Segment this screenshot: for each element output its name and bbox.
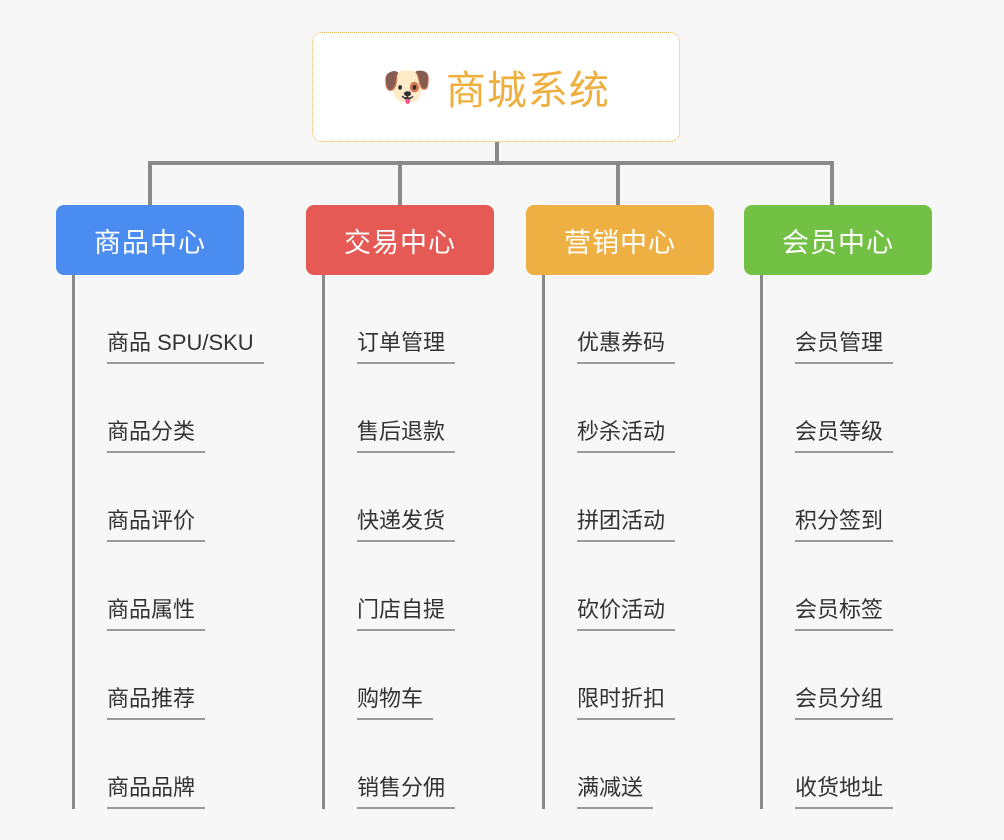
leaf-item[interactable]: 售后退款 xyxy=(325,364,494,453)
leaf-item[interactable]: 商品评价 xyxy=(75,453,244,542)
leaf-label: 优惠券码 xyxy=(577,329,676,364)
leaf-label: 售后退款 xyxy=(357,418,456,453)
category-header-2[interactable]: 交易中心 xyxy=(306,205,494,275)
leaf-item[interactable]: 优惠券码 xyxy=(545,275,714,364)
leaf-label: 会员等级 xyxy=(795,418,894,453)
leaf-item[interactable]: 门店自提 xyxy=(325,542,494,631)
leaf-label: 会员管理 xyxy=(795,329,894,364)
category-header-4-label: 会员中心 xyxy=(782,227,894,258)
leaf-item[interactable]: 商品推荐 xyxy=(75,631,244,720)
root-title: 商城系统 xyxy=(445,69,610,113)
leaf-item[interactable]: 秒杀活动 xyxy=(545,364,714,453)
leaf-label: 拼团活动 xyxy=(577,507,676,542)
leaf-label: 商品推荐 xyxy=(107,685,206,720)
leaf-item[interactable]: 会员等级 xyxy=(763,364,932,453)
leaf-list-3: 优惠券码 秒杀活动 拼团活动 砍价活动 限时折扣 满减送 xyxy=(542,275,714,809)
leaf-label: 商品属性 xyxy=(107,596,206,631)
category-header-1[interactable]: 商品中心 xyxy=(56,205,244,275)
leaf-item[interactable]: 收货地址 xyxy=(763,720,932,809)
leaf-label: 砍价活动 xyxy=(577,596,676,631)
leaf-label: 商品评价 xyxy=(107,507,206,542)
leaf-label: 商品品牌 xyxy=(107,774,206,809)
leaf-label: 购物车 xyxy=(357,685,434,720)
leaf-label: 秒杀活动 xyxy=(577,418,676,453)
category-header-2-label: 交易中心 xyxy=(344,227,456,258)
leaf-label: 订单管理 xyxy=(357,329,456,364)
leaf-item[interactable]: 商品品牌 xyxy=(75,720,244,809)
leaf-label: 限时折扣 xyxy=(577,685,676,720)
leaf-list-1: 商品 SPU/SKU 商品分类 商品评价 商品属性 商品推荐 商品品牌 xyxy=(72,275,264,809)
leaf-item[interactable]: 商品分类 xyxy=(75,364,244,453)
root-node[interactable]: 🐶 商城系统 xyxy=(312,32,680,142)
leaf-list-2: 订单管理 售后退款 快递发货 门店自提 购物车 销售分佣 xyxy=(322,275,494,809)
leaf-item[interactable]: 商品 SPU/SKU xyxy=(75,275,264,364)
leaf-item[interactable]: 会员标签 xyxy=(763,542,932,631)
category-header-1-label: 商品中心 xyxy=(94,227,206,258)
leaf-label: 门店自提 xyxy=(357,596,456,631)
connector-drop-3 xyxy=(616,161,620,205)
leaf-list-4: 会员管理 会员等级 积分签到 会员标签 会员分组 收货地址 xyxy=(760,275,932,809)
leaf-label: 积分签到 xyxy=(795,507,894,542)
branch-column-4: 会员中心 会员管理 会员等级 积分签到 会员标签 会员分组 收货地址 xyxy=(744,205,932,809)
leaf-label: 商品分类 xyxy=(107,418,206,453)
leaf-label: 商品 SPU/SKU xyxy=(107,329,264,364)
category-header-4[interactable]: 会员中心 xyxy=(744,205,932,275)
leaf-label: 销售分佣 xyxy=(357,774,456,809)
leaf-item[interactable]: 会员分组 xyxy=(763,631,932,720)
leaf-item[interactable]: 商品属性 xyxy=(75,542,244,631)
leaf-item[interactable]: 快递发货 xyxy=(325,453,494,542)
branch-column-1: 商品中心 商品 SPU/SKU 商品分类 商品评价 商品属性 商品推荐 商品品牌 xyxy=(56,205,264,809)
connector-root-stem xyxy=(495,142,499,164)
leaf-label: 收货地址 xyxy=(795,774,894,809)
leaf-item[interactable]: 限时折扣 xyxy=(545,631,714,720)
leaf-item[interactable]: 砍价活动 xyxy=(545,542,714,631)
leaf-item[interactable]: 积分签到 xyxy=(763,453,932,542)
shiba-dog-icon: 🐶 xyxy=(382,65,432,109)
branch-column-2: 交易中心 订单管理 售后退款 快递发货 门店自提 购物车 销售分佣 xyxy=(306,205,494,809)
connector-drop-1 xyxy=(148,161,152,205)
branch-column-3: 营销中心 优惠券码 秒杀活动 拼团活动 砍价活动 限时折扣 满减送 xyxy=(526,205,714,809)
leaf-item[interactable]: 购物车 xyxy=(325,631,494,720)
leaf-item[interactable]: 订单管理 xyxy=(325,275,494,364)
leaf-label: 会员分组 xyxy=(795,685,894,720)
connector-drop-2 xyxy=(398,161,402,205)
category-header-3-label: 营销中心 xyxy=(564,227,676,258)
leaf-item[interactable]: 销售分佣 xyxy=(325,720,494,809)
leaf-label: 快递发货 xyxy=(357,507,456,542)
connector-drop-4 xyxy=(830,161,834,205)
leaf-item[interactable]: 拼团活动 xyxy=(545,453,714,542)
leaf-item[interactable]: 会员管理 xyxy=(763,275,932,364)
leaf-label: 会员标签 xyxy=(795,596,894,631)
connector-bus xyxy=(148,161,834,165)
leaf-item[interactable]: 满减送 xyxy=(545,720,714,809)
category-header-3[interactable]: 营销中心 xyxy=(526,205,714,275)
leaf-label: 满减送 xyxy=(577,774,654,809)
